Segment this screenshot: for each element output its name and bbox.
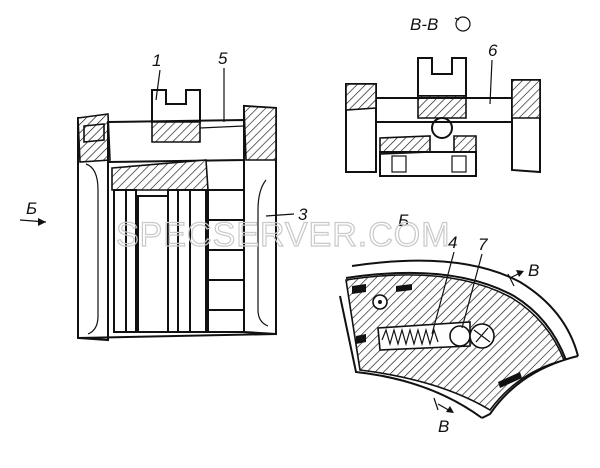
callout-6-label: 6: [488, 41, 498, 60]
callout-3: 3: [265, 205, 308, 224]
callout-7-label: 7: [478, 235, 488, 254]
section-b-b: В-В: [345, 15, 541, 177]
callout-3-label: 3: [298, 205, 308, 224]
watermark-text: SPECSERVER.COM: [116, 216, 451, 254]
callout-4: 4: [431, 233, 457, 335]
section-title: В-В: [410, 15, 438, 34]
section-mark-top: В: [507, 261, 539, 287]
callout-5-label: 5: [218, 49, 228, 68]
section-mark-bottom: В: [433, 397, 454, 436]
view-b-arrow-label: Б: [26, 199, 37, 218]
main-assembly-view: [77, 89, 277, 342]
rotation-circle-icon: [455, 16, 471, 32]
view-b-title: Б: [398, 211, 409, 230]
callout-1: 1: [152, 51, 161, 101]
view-b-indicator: Б: [19, 199, 47, 226]
callout-6: 6: [488, 41, 498, 105]
callout-7: 7: [461, 235, 488, 329]
view-b-detail: Б: [339, 211, 579, 419]
callout-5: 5: [218, 49, 228, 122]
section-mark-bottom-label: В: [438, 417, 449, 436]
callout-4-label: 4: [448, 233, 457, 252]
callout-1-label: 1: [152, 51, 161, 70]
section-mark-top-label: В: [528, 261, 539, 280]
